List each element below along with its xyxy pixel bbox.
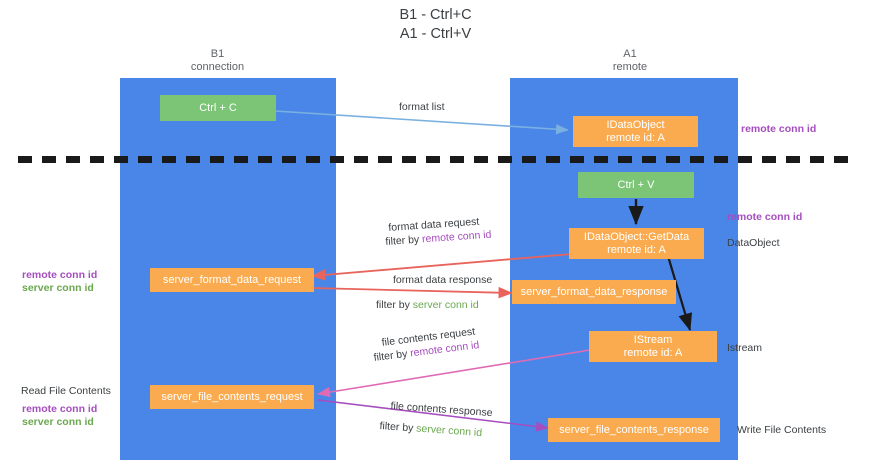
annotation-write-file-contents: Write File Contents xyxy=(737,424,827,436)
label-format-data-response: format data response xyxy=(393,274,493,286)
annotation-read-file-contents: Read File Contents xyxy=(21,385,111,397)
box-idataobject[interactable]: IDataObject remote id: A xyxy=(573,116,698,147)
annotation-left-remote-conn-id: remote conn id xyxy=(22,269,98,281)
column-header-b1: B1 connection xyxy=(190,48,245,73)
annotation-remote-conn-id-mid: remote conn id xyxy=(727,211,803,223)
annotation-left-server-conn-id: server conn id xyxy=(22,282,94,294)
box-server-file-contents-request[interactable]: server_file_contents_request xyxy=(150,385,314,409)
box-istream[interactable]: IStream remote id: A xyxy=(589,331,717,362)
arrow-file-contents-request xyxy=(317,349,591,398)
box-idataobject-getdata[interactable]: IDataObject::GetData remote id: A xyxy=(569,228,704,259)
diagram-title: B1 - Ctrl+C A1 - Ctrl+V xyxy=(399,7,472,42)
label-format-data-response-filter: filter by server conn id xyxy=(376,299,479,312)
box-ctrl-v[interactable]: Ctrl + V xyxy=(578,172,694,198)
box-server-file-contents-response[interactable]: server_file_contents_response xyxy=(548,418,720,442)
annotation-dataobject: DataObject xyxy=(727,237,780,249)
phase-divider xyxy=(18,156,856,163)
annotation-left-bottom-server-conn-id: server conn id xyxy=(22,416,94,428)
arrow-format-data-response xyxy=(311,286,513,299)
arrow-format-data-request xyxy=(311,253,573,281)
label-format-list: format list xyxy=(399,101,445,113)
filter-value-server-conn-id: server conn id xyxy=(412,299,479,311)
annotation-remote-conn-id-top: remote conn id xyxy=(741,123,817,135)
annotation-istream: Istream xyxy=(727,342,763,354)
box-server-format-data-request[interactable]: server_format_data_request xyxy=(150,268,314,292)
arrow-file-contents-response xyxy=(317,399,549,432)
filter-prefix: filter by xyxy=(376,299,413,311)
box-ctrl-c[interactable]: Ctrl + C xyxy=(160,95,276,121)
box-server-format-data-response[interactable]: server_format_data_response xyxy=(512,280,676,304)
arrow-getdata-to-istream xyxy=(666,255,693,332)
annotation-left-bottom-remote-conn-id: remote conn id xyxy=(22,403,98,415)
arrow-format-list xyxy=(274,110,569,135)
column-header-a1: A1 remote xyxy=(612,48,648,73)
filter-prefix: filter by xyxy=(385,233,423,248)
filter-prefix: filter by xyxy=(379,420,417,435)
